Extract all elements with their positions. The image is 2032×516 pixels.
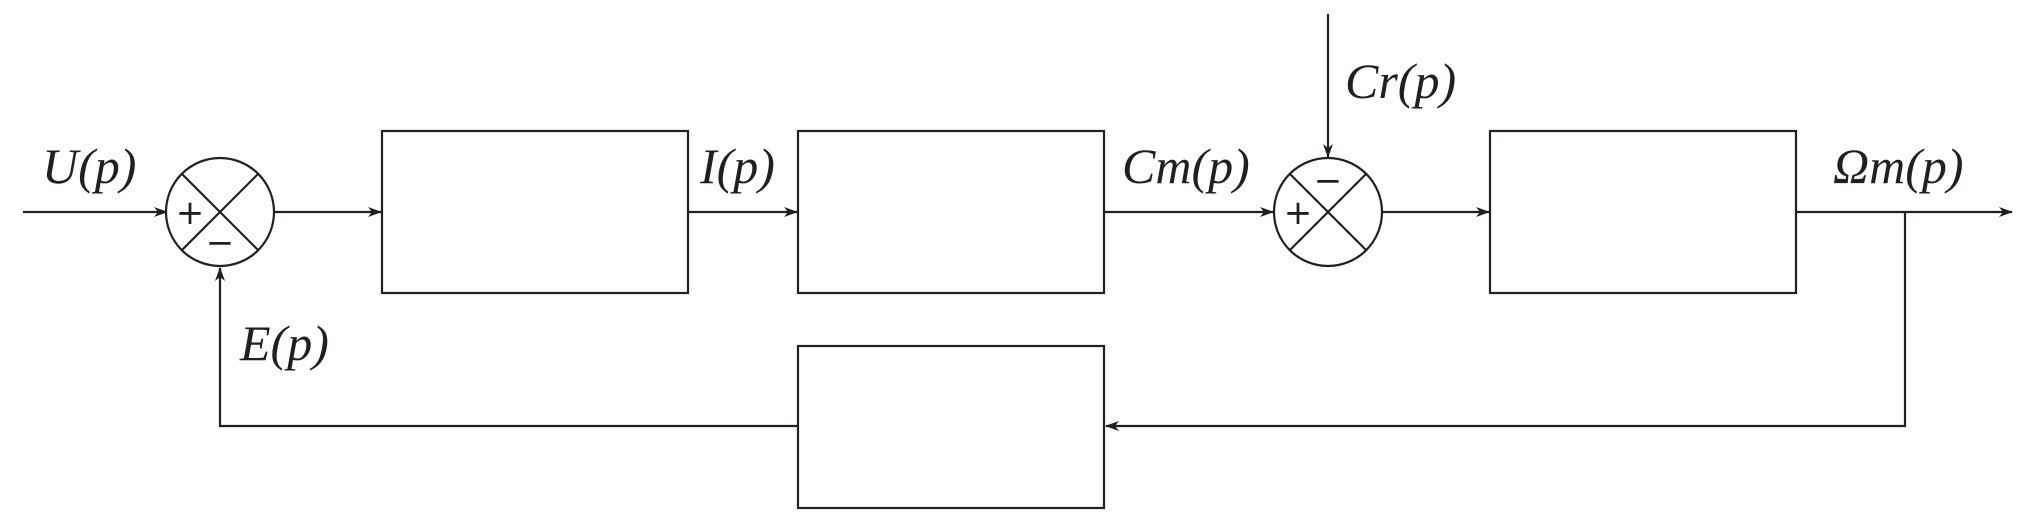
label-i: I(p) — [699, 138, 775, 194]
feedback-block — [796, 344, 1106, 510]
sum2-minus-sign: − — [1314, 161, 1343, 201]
sum1-minus-sign: − — [206, 223, 235, 263]
sum2-plus-sign: + — [1284, 193, 1313, 233]
summing-junction-2: + − — [1272, 156, 1384, 268]
feedback-path-right — [1105, 212, 1907, 431]
label-cm: Cm(p) — [1122, 138, 1250, 194]
label-omega: Ωm(p) — [1833, 138, 1964, 194]
summing-junction-1: + − — [164, 156, 276, 268]
label-e: E(p) — [239, 315, 329, 371]
sum1-plus-sign: + — [176, 193, 205, 233]
block-1 — [380, 129, 690, 295]
feedback-path-left — [215, 267, 798, 428]
label-u: U(p) — [42, 138, 136, 194]
block-2 — [796, 129, 1106, 295]
label-cr: Cr(p) — [1345, 53, 1456, 109]
block-3 — [1488, 129, 1798, 295]
